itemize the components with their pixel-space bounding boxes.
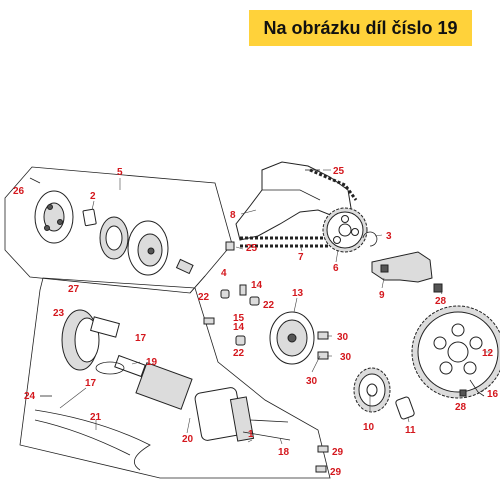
- callout-8: 8: [230, 210, 236, 221]
- banner-text: Na obrázku díl číslo 19: [263, 17, 458, 38]
- flywheel-13: [269, 311, 329, 365]
- callout-7: 7: [298, 252, 304, 263]
- callout-19: 19: [146, 357, 158, 368]
- callout-2: 2: [90, 191, 96, 202]
- callout-29-top: 29: [332, 447, 344, 458]
- callout-23: 23: [53, 308, 65, 319]
- bracket-16: [459, 379, 485, 397]
- callout-27: 27: [68, 284, 80, 295]
- callout-20: 20: [182, 434, 194, 445]
- leader-lines: [59, 169, 492, 445]
- callout-30-top: 30: [337, 332, 349, 343]
- starter-group: [19, 277, 331, 479]
- callout-14-bottom: 14: [233, 322, 245, 333]
- callout-30-middle: 30: [340, 352, 352, 363]
- callout-29-bottom: 29: [330, 467, 342, 478]
- callout-3: 3: [386, 231, 392, 242]
- callout-22-left: 22: [198, 292, 210, 303]
- callout-4: 4: [221, 268, 227, 279]
- chain-case-group: [225, 161, 378, 253]
- chain-guard: [371, 251, 443, 293]
- small-parts: [203, 284, 260, 346]
- callout-26: 26: [13, 186, 25, 197]
- callout-28-bottom: 28: [455, 402, 467, 413]
- callout-13: 13: [292, 288, 304, 299]
- callout-12: 12: [482, 348, 494, 359]
- callout-17-top: 17: [135, 333, 147, 344]
- callout-5: 5: [117, 167, 123, 178]
- callout-16: 16: [487, 389, 499, 400]
- hub-sprocket-10: [353, 367, 391, 413]
- callout-28-top: 28: [435, 296, 447, 307]
- callout-22-right: 22: [263, 300, 275, 311]
- callout-18: 18: [278, 447, 290, 458]
- callout-22-bottom: 22: [233, 348, 245, 359]
- callout-24: 24: [24, 391, 36, 402]
- callout-14-top: 14: [251, 280, 263, 291]
- callout-11: 11: [405, 425, 416, 436]
- rear-sprocket-12: [411, 305, 500, 399]
- callout-1: 1: [248, 429, 254, 440]
- callout-21: 21: [90, 412, 102, 423]
- clutch-group: [4, 166, 233, 294]
- callout-6: 6: [333, 263, 339, 274]
- callout-15: 15: [233, 313, 245, 324]
- callout-25-top: 25: [333, 166, 345, 177]
- callout-10: 10: [363, 422, 375, 433]
- callout-17-bottom: 17: [85, 378, 97, 389]
- callout-25-bottom: 25: [246, 243, 258, 254]
- callout-labels: 5 26 2 25 25 8 7 3 6 9 28 4 14 22 22 13 …: [13, 166, 499, 478]
- spacer-11: [395, 396, 415, 420]
- callout-30-bottom: 30: [306, 376, 318, 387]
- part-number-banner: Na obrázku díl číslo 19: [249, 10, 472, 46]
- callout-9: 9: [379, 290, 385, 301]
